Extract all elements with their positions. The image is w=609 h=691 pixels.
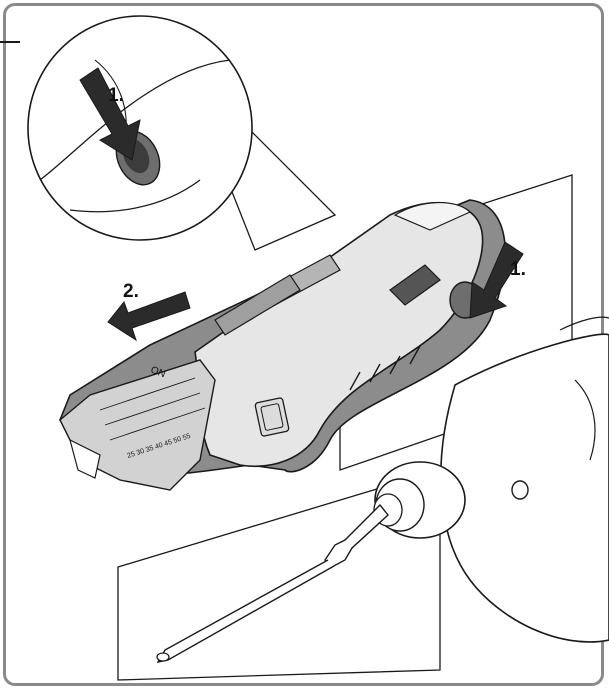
lower-plane (117, 469, 441, 681)
drill-body (373, 316, 609, 643)
step-label-tool: 1. (510, 259, 526, 280)
step-label-slide: 2. (123, 281, 139, 302)
lock-text: ON (149, 365, 167, 381)
depth-stop-attachment (59, 199, 507, 491)
screwdriver-bit (156, 503, 389, 663)
detail-inset (27, 15, 337, 251)
step-label-inset: 1. (108, 85, 124, 106)
slide-arrow (107, 291, 191, 342)
press-arrow-tool (469, 241, 524, 319)
press-arrow-inset (79, 67, 141, 161)
